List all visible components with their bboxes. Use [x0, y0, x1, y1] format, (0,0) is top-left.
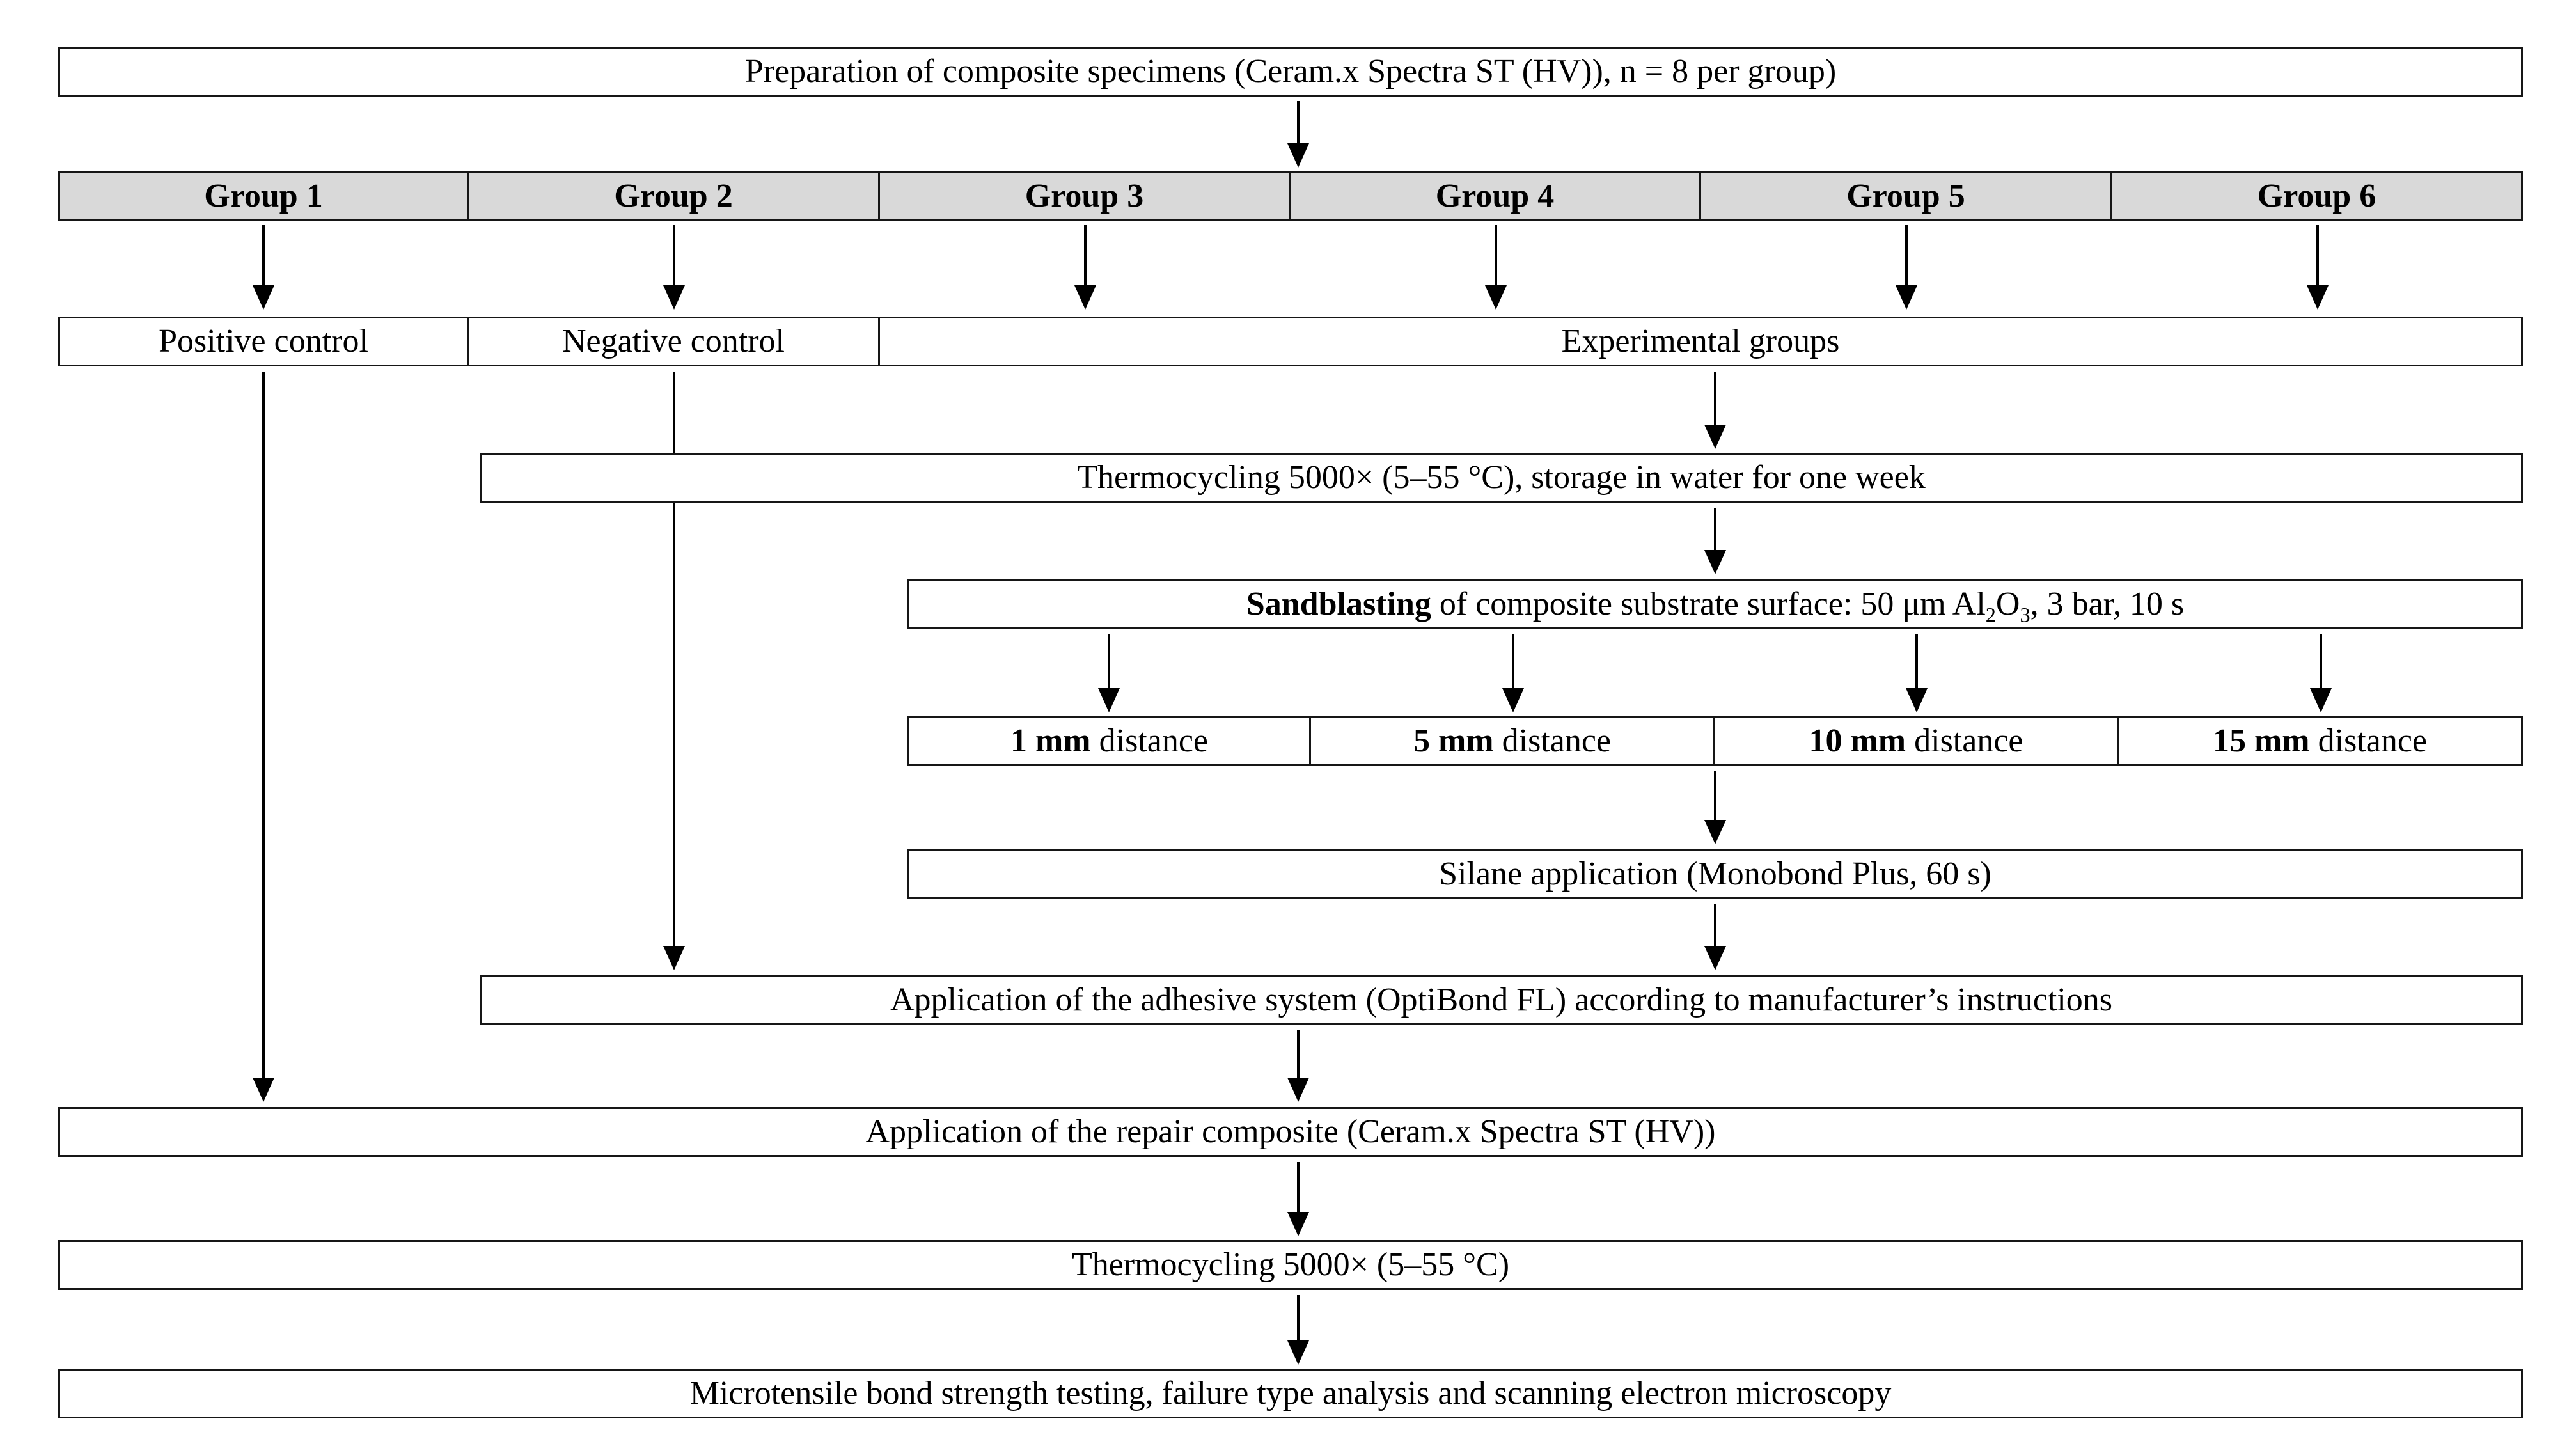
arrow-down-icon — [1512, 634, 1514, 689]
negative-control-bypass-arrow — [673, 372, 675, 947]
step-final-testing: Microtensile bond strength testing, fail… — [58, 1369, 2523, 1418]
arrow-down-icon — [1297, 1162, 1300, 1213]
step-thermocycling-2: Thermocycling 5000× (5–55 °C) — [58, 1240, 2523, 1290]
step-thermocycling-storage: Thermocycling 5000× (5–55 °C), storage i… — [480, 453, 2523, 503]
step-silane: Silane application (Monobond Plus, 60 s) — [907, 849, 2523, 899]
group-5-header: Group 5 — [1699, 171, 2112, 221]
group-5-label: Group 5 — [1846, 178, 1965, 214]
step-thermocycling-storage-label: Thermocycling 5000× (5–55 °C), storage i… — [1077, 459, 1926, 496]
step-adhesive: Application of the adhesive system (Opti… — [480, 975, 2523, 1025]
positive-control-box: Positive control — [58, 317, 469, 366]
arrow-down-icon — [262, 225, 265, 287]
arrow-down-icon — [1297, 1295, 1300, 1342]
negative-control-label: Negative control — [562, 323, 785, 359]
step-final-testing-label: Microtensile bond strength testing, fail… — [689, 1375, 1892, 1411]
negative-control-box: Negative control — [467, 317, 880, 366]
step-repair-composite-label: Application of the repair composite (Cer… — [865, 1113, 1716, 1150]
positive-control-bypass-arrow — [262, 372, 265, 1079]
experimental-groups-box: Experimental groups — [878, 317, 2523, 366]
step-preparation: Preparation of composite specimens (Cera… — [58, 47, 2523, 97]
distance-1mm-box: 1 mm distance — [907, 716, 1311, 766]
group-2-label: Group 2 — [614, 178, 733, 214]
step-preparation-label: Preparation of composite specimens (Cera… — [744, 53, 1837, 90]
distance-5mm-label: 5 mm distance — [1413, 723, 1611, 759]
arrow-down-icon — [1714, 771, 1716, 821]
step-adhesive-label: Application of the adhesive system (Opti… — [890, 982, 2113, 1018]
arrow-down-icon — [1297, 1030, 1300, 1079]
group-4-label: Group 4 — [1435, 178, 1555, 214]
group-1-header: Group 1 — [58, 171, 469, 221]
group-3-label: Group 3 — [1025, 178, 1144, 214]
group-6-header: Group 6 — [2110, 171, 2523, 221]
step-repair-composite: Application of the repair composite (Cer… — [58, 1107, 2523, 1157]
arrow-down-icon — [673, 225, 675, 287]
step-sandblasting-label: Sandblasting of composite substrate surf… — [1246, 586, 2185, 627]
arrow-down-icon — [2320, 634, 2322, 689]
arrow-down-icon — [1495, 225, 1497, 287]
arrow-down-icon — [1714, 508, 1716, 551]
arrow-down-icon — [2316, 225, 2319, 287]
distance-5mm-box: 5 mm distance — [1309, 716, 1715, 766]
arrow-down-icon — [1714, 904, 1716, 947]
positive-control-label: Positive control — [159, 323, 368, 359]
arrow-down-icon — [1084, 225, 1087, 287]
arrow-down-icon — [1905, 225, 1908, 287]
distance-1mm-label: 1 mm distance — [1010, 723, 1208, 759]
distance-15mm-box: 15 mm distance — [2117, 716, 2523, 766]
group-6-label: Group 6 — [2257, 178, 2376, 214]
arrow-down-icon — [1714, 372, 1716, 426]
distance-15mm-label: 15 mm distance — [2212, 723, 2427, 759]
step-sandblasting: Sandblasting of composite substrate surf… — [907, 579, 2523, 629]
group-2-header: Group 2 — [467, 171, 880, 221]
group-1-label: Group 1 — [204, 178, 323, 214]
arrow-down-icon — [1915, 634, 1918, 689]
experimental-groups-label: Experimental groups — [1561, 323, 1840, 359]
arrow-down-icon — [1108, 634, 1110, 689]
arrow-down-icon — [1297, 101, 1300, 145]
distance-10mm-box: 10 mm distance — [1713, 716, 2119, 766]
distance-10mm-label: 10 mm distance — [1809, 723, 2023, 759]
group-3-header: Group 3 — [878, 171, 1291, 221]
step-silane-label: Silane application (Monobond Plus, 60 s) — [1439, 856, 1991, 892]
step-thermocycling-2-label: Thermocycling 5000× (5–55 °C) — [1071, 1246, 1510, 1283]
group-4-header: Group 4 — [1289, 171, 1701, 221]
